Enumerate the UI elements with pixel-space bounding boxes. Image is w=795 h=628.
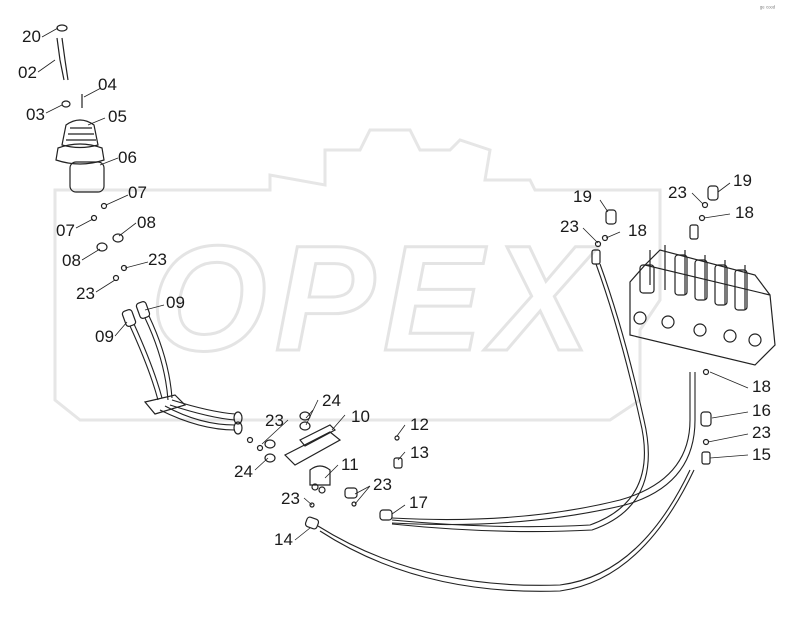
callout-13: 13	[410, 443, 429, 462]
part-07-washer-a	[90, 214, 98, 222]
part-06-body	[69, 161, 105, 193]
part-08-fitting-b	[112, 233, 124, 243]
control-valve	[391, 185, 776, 533]
part-08-fitting-a	[96, 242, 108, 252]
callout-24-upper: 24	[322, 391, 341, 410]
watermark-text: OPEX	[150, 214, 599, 382]
part-13-bolt	[393, 457, 403, 469]
corner-mark: ᵍᵉ ᶜᵒᵒᵈ	[760, 5, 775, 12]
callout-14: 14	[274, 530, 293, 549]
leader-lines	[37, 27, 749, 541]
part-10-block	[283, 431, 342, 466]
callout-19-left: 19	[573, 187, 592, 206]
callout-07-right: 07	[128, 183, 147, 202]
callout-17: 17	[409, 493, 428, 512]
callout-23-joystick-right: 23	[148, 250, 167, 269]
callout-09-right: 09	[166, 293, 185, 312]
hose-17	[391, 372, 696, 526]
callout-06: 06	[118, 148, 137, 167]
callout-24-lower: 24	[234, 462, 253, 481]
callout-23-valve-right: 23	[668, 183, 687, 202]
part-23-ring-a	[112, 274, 120, 282]
bracket-base	[143, 394, 187, 415]
part-17-fitting	[379, 509, 393, 521]
hose-base-b	[169, 399, 236, 421]
callout-08-right: 08	[137, 213, 156, 232]
watermark-gear-outline	[53, 128, 662, 422]
part-11-tee	[309, 465, 331, 486]
part-07-washer-b	[100, 202, 108, 210]
part-24-ring-a	[264, 439, 276, 449]
part-09-fitting-a	[121, 309, 137, 327]
part-12-washer	[394, 435, 400, 441]
part-20-cap	[56, 24, 68, 32]
hose-base-a	[159, 405, 236, 431]
watermark: OPEX	[53, 128, 662, 422]
part-06-plate	[55, 143, 105, 165]
callout-16: 16	[752, 401, 771, 420]
hose-end-b	[233, 411, 243, 425]
part-15-fitting	[701, 451, 711, 465]
callout-15: 15	[752, 445, 771, 464]
callout-20: 20	[22, 27, 41, 46]
callout-18-upper-left: 18	[628, 221, 647, 240]
callout-11: 11	[341, 455, 359, 474]
callout-05: 05	[108, 107, 127, 126]
part-24-ring-b	[264, 453, 276, 463]
part-14-fitting	[304, 516, 320, 530]
callout-18-lower: 18	[752, 377, 771, 396]
callout-19-right: 19	[733, 171, 752, 190]
part-09-fitting-b	[135, 301, 151, 319]
callout-07-left: 07	[56, 221, 75, 240]
callout-23-valve-left: 23	[560, 217, 579, 236]
callout-23-joystick-left: 23	[76, 284, 95, 303]
callout-23-lower-right: 23	[373, 475, 392, 494]
callout-09-left: 09	[95, 327, 114, 346]
part-03-nut	[61, 100, 71, 108]
hose-14	[317, 469, 695, 592]
part-05-boot	[61, 119, 99, 149]
hose-joystick-a	[129, 323, 163, 401]
hose-end-a	[233, 421, 243, 435]
callout-18-upper-right: 18	[735, 203, 754, 222]
hose-19a	[391, 263, 645, 528]
part-19-fitting-b	[707, 185, 719, 201]
callout-08-left: 08	[62, 251, 81, 270]
joystick-assembly	[55, 24, 236, 431]
callout-23-manifold: 23	[265, 411, 284, 430]
callout-10: 10	[351, 407, 370, 426]
part-19-fitting-a	[605, 209, 617, 225]
manifold-assembly	[233, 372, 696, 592]
part-02-lever	[56, 37, 69, 81]
callout-23-valve-lower: 23	[752, 423, 771, 442]
callouts: 20 02 03 04 05 06 07 07 08 08 23 23 09 0…	[18, 27, 771, 549]
callout-23-lower-left: 23	[281, 489, 300, 508]
part-16-fitting	[700, 411, 712, 427]
callout-04: 04	[98, 75, 117, 94]
callout-03: 03	[26, 105, 45, 124]
hose-joystick-b	[144, 315, 173, 401]
callout-12: 12	[410, 415, 429, 434]
callout-02: 02	[18, 63, 37, 82]
